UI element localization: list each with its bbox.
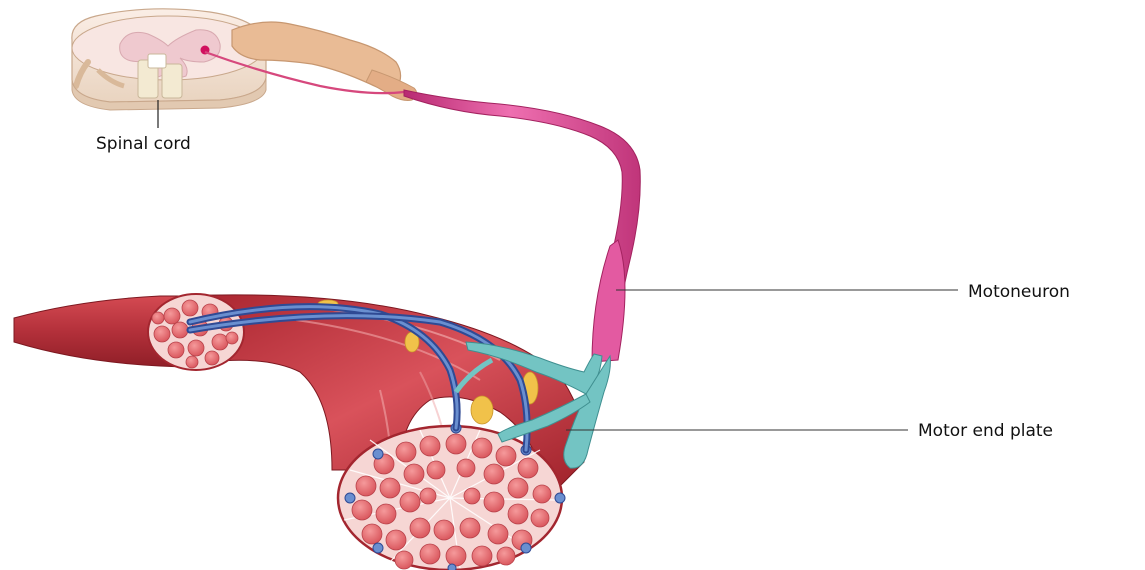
motoneuron-label: Motoneuron xyxy=(968,284,1070,301)
muscle-illustration xyxy=(14,294,610,570)
motor-end-plate-label: Motor end plate xyxy=(918,423,1053,440)
spinal-cord-label: Spinal cord xyxy=(96,136,191,153)
spinal-cord-illustration xyxy=(72,9,417,128)
